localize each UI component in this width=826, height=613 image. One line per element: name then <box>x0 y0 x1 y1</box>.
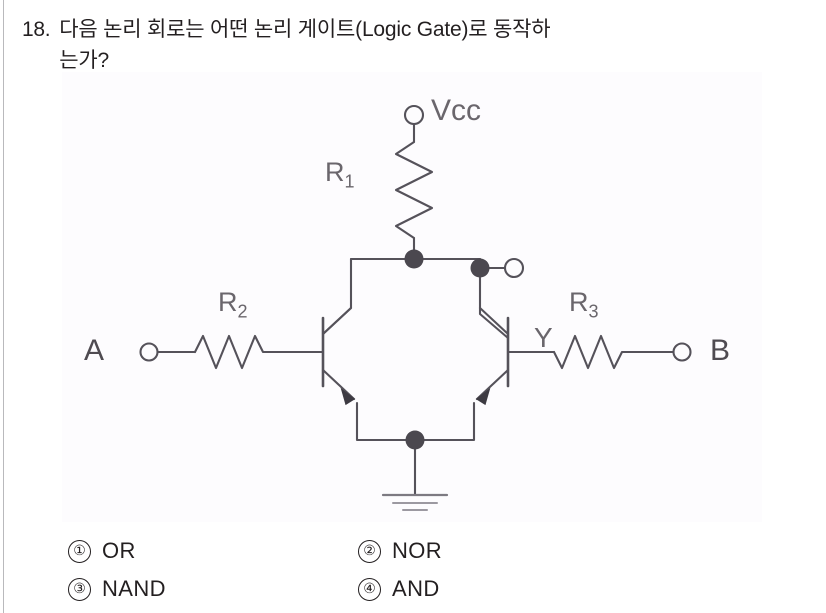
choice-label-4: AND <box>392 576 440 601</box>
wire-left-collector <box>321 257 353 336</box>
choice-option-1[interactable]: ① OR <box>68 538 358 564</box>
label-r2-text: R <box>218 287 238 317</box>
label-r2: R2 <box>218 287 248 322</box>
label-r3: R3 <box>569 287 599 322</box>
choice-label-3: NAND <box>102 576 166 601</box>
question-text-line1: 다음 논리 회로는 어떤 논리 게이트(Logic Gate)로 동작하 <box>59 18 551 41</box>
question-text: 다음 논리 회로는 어떤 논리 게이트(Logic Gate)로 동작하 는가? <box>59 14 781 76</box>
label-r2-subscript: 2 <box>237 301 248 322</box>
label-input-a: A <box>84 334 105 367</box>
resistor-r2-icon <box>193 334 279 370</box>
label-r3-subscript: 3 <box>588 301 599 322</box>
choice-option-3[interactable]: ③ NAND <box>68 576 358 602</box>
label-output-y: Y <box>534 322 553 353</box>
resistor-r1-icon <box>394 140 434 240</box>
wire-left-collector-lead <box>321 306 353 336</box>
question-block: 18. 다음 논리 회로는 어떤 논리 게이트(Logic Gate)로 동작하… <box>22 14 782 76</box>
junction-dot-collector <box>404 249 424 269</box>
answer-choices: ① OR ② NOR ③ NAND ④ AND <box>68 532 628 608</box>
vcc-terminal-icon <box>403 104 425 126</box>
input-a-terminal-icon <box>139 342 159 362</box>
choice-marker-4: ④ <box>358 577 381 601</box>
junction-dot-output <box>470 258 490 278</box>
input-b-terminal-icon <box>672 342 692 362</box>
choice-label-1: OR <box>102 538 136 563</box>
label-r1: R1 <box>325 157 355 192</box>
wire-right-collector-lead <box>478 306 510 336</box>
question-number: 18. <box>22 18 51 41</box>
y-terminal-icon <box>503 257 525 279</box>
question-text-line2: 는가? <box>59 49 110 72</box>
choice-label-2: NOR <box>392 538 443 563</box>
page-edge-line <box>3 0 4 613</box>
label-r3-text: R <box>569 287 589 317</box>
label-r1-text: R <box>325 157 345 187</box>
ground-icon <box>381 493 449 511</box>
choice-row-2: ③ NAND ④ AND <box>68 570 628 608</box>
wire-left-emitter-lead <box>321 368 356 401</box>
resistor-r3-icon <box>552 334 664 370</box>
label-vcc: Vcc <box>431 94 482 127</box>
transistor-left-emitter-arrow-icon <box>340 388 356 406</box>
choice-marker-2: ② <box>358 539 381 563</box>
choice-marker-1: ① <box>68 539 91 563</box>
label-input-b: B <box>710 334 731 367</box>
choice-option-2[interactable]: ② NOR <box>358 538 442 564</box>
transistor-right-emitter-arrow-icon <box>475 388 491 406</box>
choice-row-1: ① OR ② NOR <box>68 532 628 570</box>
junction-dot-emitter <box>405 430 425 450</box>
circuit-diagram: Vcc R1 R2 R3 Y A B <box>62 72 762 522</box>
choice-marker-3: ③ <box>68 577 91 601</box>
wire-right-collector <box>478 266 510 340</box>
wire-right-emitter-lead <box>475 368 510 401</box>
label-r1-subscript: 1 <box>344 171 355 192</box>
circuit-schematic-svg <box>139 104 692 511</box>
choice-option-4[interactable]: ④ AND <box>358 576 440 602</box>
